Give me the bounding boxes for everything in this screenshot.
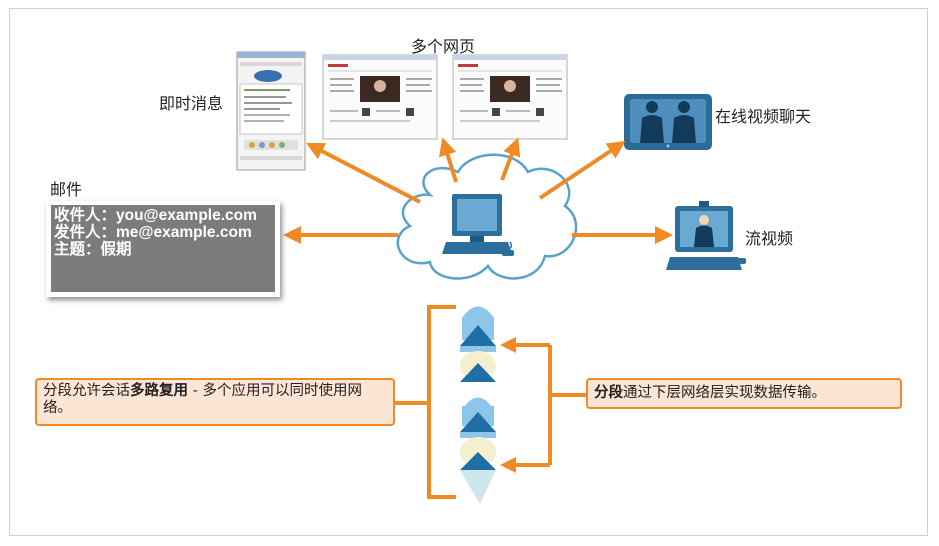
email-to: 收件人：you@example.com <box>54 207 257 224</box>
computer-icon <box>442 194 514 256</box>
label-streaming-video: 流视频 <box>745 229 794 248</box>
webpage-icon <box>452 54 568 140</box>
callout-multiplexing-bold: 多路复用 <box>130 383 188 399</box>
webpage-icon <box>322 54 438 140</box>
flow-arrows <box>283 137 673 244</box>
right-bracket-connector <box>500 337 586 473</box>
label-mail: 邮件 <box>50 180 83 199</box>
callout-segmentation: 分段通过下层网络层实现数据传输。 <box>586 378 902 409</box>
email-from: 发件人：me@example.com <box>54 224 252 241</box>
left-bracket-connector <box>395 305 456 499</box>
diagram-frame <box>9 8 928 536</box>
email-card-body: 收件人：you@example.com 发件人：me@example.com 主… <box>51 205 275 292</box>
video-chat-screen-icon <box>624 94 712 150</box>
label-video-chat: 在线视频聊天 <box>715 107 812 126</box>
streaming-video-icon <box>666 201 746 270</box>
callout-multiplexing: 分段允许会话多路复用 - 多个应用可以同时使用网络。 <box>35 378 395 426</box>
label-multiple-webpages: 多个网页 <box>411 37 476 56</box>
callout-segmentation-bold: 分段 <box>594 385 623 401</box>
segment-stack <box>460 306 496 504</box>
im-window-icon <box>236 51 306 171</box>
email-subject: 主题：假期 <box>54 241 132 258</box>
email-card: 收件人：you@example.com 发件人：me@example.com 主… <box>46 201 280 297</box>
callout-multiplexing-prefix: 分段允许会话 <box>43 383 130 399</box>
callout-segmentation-suffix: 通过下层网络层实现数据传输。 <box>623 385 826 401</box>
callout-multiplexing-suffix: - 多个应用可以同时使用网络。 <box>43 383 362 416</box>
label-instant-message: 即时消息 <box>159 94 224 113</box>
